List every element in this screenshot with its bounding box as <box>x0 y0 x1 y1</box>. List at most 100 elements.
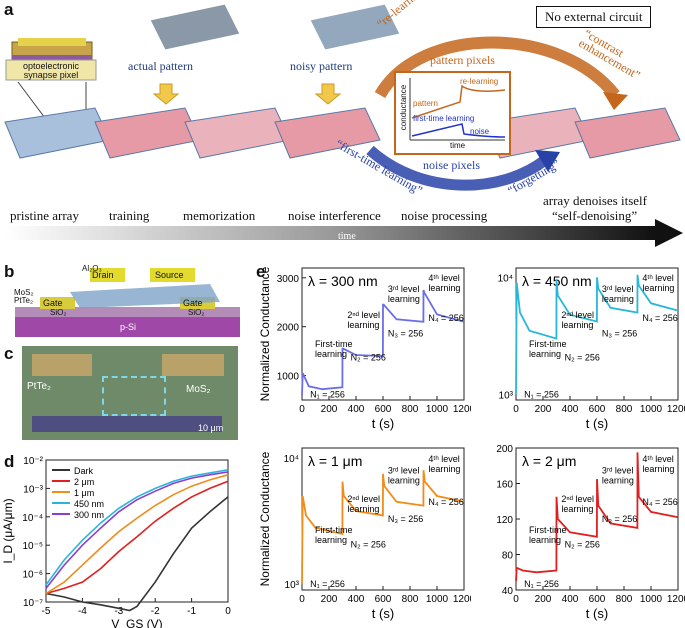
stage-training: training <box>109 208 150 223</box>
synapse-pixel-caption: optoelectronic synapse pixel <box>22 61 80 80</box>
stage-denoised: array denoises itself <box>543 193 647 208</box>
noisy-pattern-arrow <box>314 83 342 105</box>
x-tick-label: 800 <box>616 404 633 415</box>
annotation-1: N₁ = 256 <box>524 579 559 589</box>
annotation-6: learning <box>642 464 674 474</box>
annotation-6: 4ᵗʰ level <box>428 273 459 283</box>
micrograph-pad-left <box>32 354 92 376</box>
legend-label-0: Dark <box>74 466 94 476</box>
x-tick-label: -4 <box>78 606 87 617</box>
annotation-7: N₄ = 256 <box>642 313 677 323</box>
annotation-2: learning <box>561 504 593 514</box>
annotation-0: learning <box>529 349 561 359</box>
y-tick-label: 200 <box>496 444 513 455</box>
annotation-2: 2ⁿᵈ level <box>561 310 594 320</box>
y-tick-label: 10³ <box>285 580 300 591</box>
panel-e-label: e <box>256 262 266 281</box>
x-tick-label: 1000 <box>640 594 663 605</box>
array-training <box>94 107 201 159</box>
panel-b-label: b <box>4 262 15 281</box>
x-axis-label: t (s) <box>586 606 608 621</box>
annotation-2: 2ⁿᵈ level <box>347 494 380 504</box>
panel-a-label: a <box>4 0 14 19</box>
x-tick-label: 1200 <box>453 594 471 605</box>
channel-layer <box>70 284 220 308</box>
x-tick-label: -5 <box>42 606 51 617</box>
legend-label-1: 2 μm <box>74 477 94 487</box>
annotation-1: N₁ = 256 <box>524 389 559 399</box>
annotation-7: N₄ = 256 <box>428 497 463 507</box>
chart-title: λ = 300 nm <box>308 273 378 289</box>
annotation-4: learning <box>602 476 634 486</box>
series-line-3 <box>45 469 229 586</box>
annotation-5: N₃ = 256 <box>388 514 423 524</box>
panel-b-device-diagram <box>15 268 240 337</box>
y-tick-label: 10⁻³ <box>23 484 43 495</box>
source-electrode <box>150 268 195 282</box>
drain-label: Drain <box>92 270 114 280</box>
noise-pixels-arc <box>366 145 549 191</box>
synapse-pixel-caption-box <box>5 59 97 81</box>
conductance-trace <box>301 289 465 396</box>
annotation-4: learning <box>388 476 420 486</box>
annotation-4: 3ʳᵈ level <box>602 466 634 476</box>
annotation-2: learning <box>347 320 379 330</box>
annotation-3: N₂ = 256 <box>565 539 600 549</box>
annotation-2: 2ⁿᵈ level <box>347 310 380 320</box>
legend-label-3: 450 nm <box>74 499 104 509</box>
array-noise-interference <box>274 107 381 159</box>
annotation-6: learning <box>642 283 674 293</box>
conductance-trace <box>301 470 465 585</box>
annotation-2: learning <box>347 504 379 514</box>
annotation-6: 4ᵗʰ level <box>428 454 459 464</box>
annotation-0: learning <box>315 349 347 359</box>
micrograph-channel-box <box>102 376 166 416</box>
micrograph-bottom-strip <box>32 416 222 432</box>
annotation-3: N₂ = 256 <box>351 539 386 549</box>
array-memorization <box>184 107 291 159</box>
time-bar <box>5 226 655 240</box>
x-axis-label: t (s) <box>372 416 394 431</box>
annotation-2: learning <box>561 320 593 330</box>
x-tick-label: 600 <box>589 594 606 605</box>
annotation-0: First-time <box>529 525 567 535</box>
x-tick-label: 0 <box>299 404 305 415</box>
y-tick-label: 10⁻⁷ <box>23 598 43 609</box>
annotation-1: N₁ = 256 <box>310 389 345 399</box>
annotation-3: N₂ = 256 <box>565 352 600 362</box>
panel-a-diagram <box>4 3 683 247</box>
y-axis-label: Normalized Conductance <box>258 266 272 401</box>
x-tick-label: 800 <box>402 594 419 605</box>
no-external-circuit-box: No external circuit <box>536 6 652 28</box>
x-tick-label: 1000 <box>640 404 663 415</box>
stage-pristine: pristine array <box>10 208 79 223</box>
y-tick-label: 10⁴ <box>498 273 513 284</box>
conductance-trace <box>515 274 679 395</box>
array-pristine <box>4 107 111 159</box>
y-tick-label: 80 <box>502 551 514 562</box>
sio2-layer <box>15 307 240 317</box>
annotation-0: learning <box>529 535 561 545</box>
inset-conductance: conductance <box>399 84 409 131</box>
x-tick-label: 400 <box>562 404 579 415</box>
noisy-pattern-label: noisy pattern <box>290 59 353 73</box>
series-line-2 <box>45 474 229 595</box>
annotation-4: 3ʳᵈ level <box>388 284 420 294</box>
x-tick-label: 200 <box>535 594 552 605</box>
annotation-0: learning <box>315 535 347 545</box>
series-line-1 <box>45 480 229 595</box>
x-tick-label: -1 <box>187 606 196 617</box>
self-denoising-label: “self-denoising” <box>552 208 638 223</box>
mos2-label: MoS₂ <box>14 288 34 297</box>
inset-noise-trace <box>411 123 506 138</box>
annotation-6: 4ᵗʰ level <box>642 454 673 464</box>
x-tick-label: 200 <box>321 404 338 415</box>
pattern-pixels-arrowhead <box>603 92 628 110</box>
y-axis-label: Normalized Conductance <box>258 451 272 586</box>
annotation-6: 4ᵗʰ level <box>642 273 673 283</box>
annotation-6: learning <box>428 464 460 474</box>
x-axis-label: t (s) <box>586 416 608 431</box>
annotation-4: 3ʳᵈ level <box>602 284 634 294</box>
annotation-5: N₃ = 256 <box>388 329 423 339</box>
